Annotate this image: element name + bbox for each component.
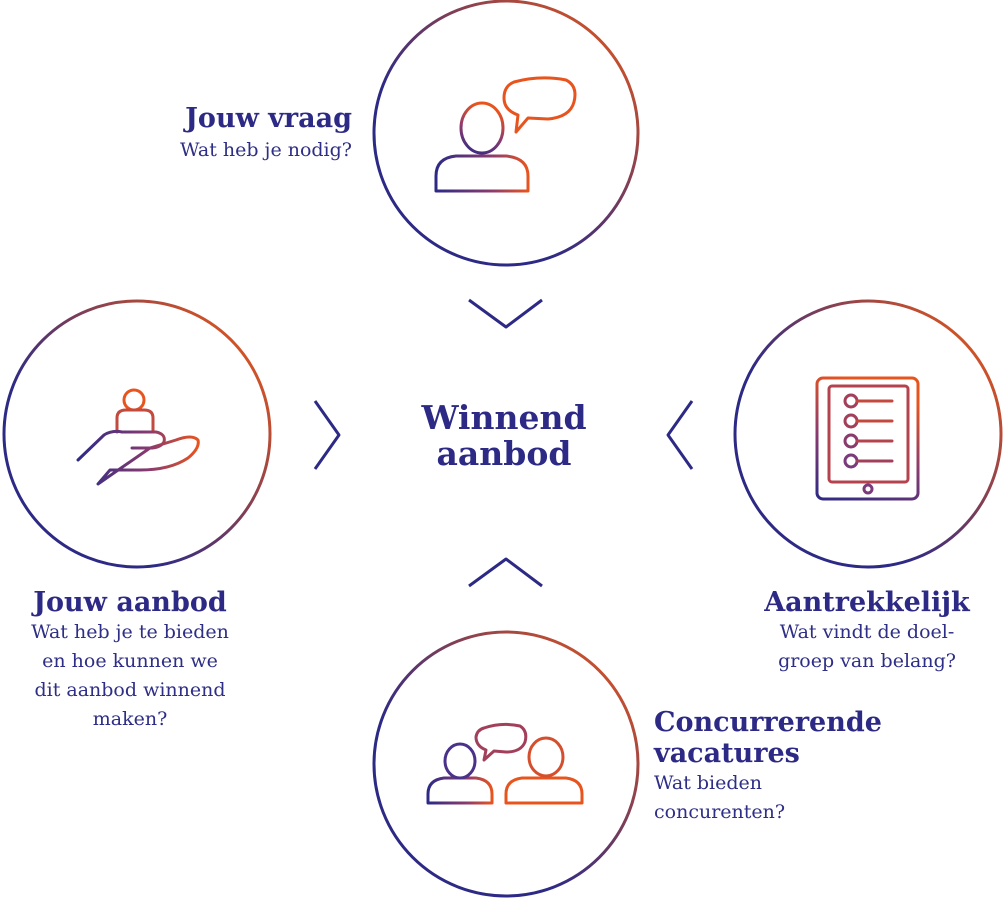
chevron-down-icon (468, 298, 543, 329)
bottom-circle (372, 630, 640, 898)
bottom-node-label: Concurrerende vacatures Wat bieden concu… (654, 707, 954, 827)
left-node-sub4: maken? (92, 708, 168, 730)
top-node-title: Jouw vraag (185, 103, 352, 134)
bottom-node-title2: vacatures (654, 738, 800, 769)
center-title: Winnend aanbod (404, 400, 604, 472)
right-node-sub2: groep van belang? (778, 650, 956, 672)
left-node-sub1: Wat heb je te bieden (31, 621, 229, 643)
chevron-left-icon (666, 400, 694, 470)
right-node-label: Aantrekkelijk Wat vindt de doel- groep v… (747, 587, 987, 676)
right-node-title: Aantrekkelijk (764, 587, 970, 618)
left-circle (2, 299, 272, 569)
left-node-label: Jouw aanbod Wat heb je te bieden en hoe … (4, 587, 256, 734)
chevron-right-icon (313, 400, 341, 470)
center-title-line1: Winnend (421, 398, 587, 437)
left-node-sub2: en hoe kunnen we (42, 650, 218, 672)
right-circle (733, 299, 1003, 569)
top-node-label: Jouw vraag Wat heb je nodig? (80, 103, 352, 165)
chevron-up-icon (468, 557, 543, 588)
top-circle (372, 0, 640, 267)
person-speech-bubble-icon (434, 76, 577, 193)
left-node-sub3: dit aanbod winnend (34, 679, 226, 701)
top-node-subtitle: Wat heb je nodig? (179, 139, 352, 161)
right-node-sub1: Wat vindt de doel- (779, 621, 955, 643)
two-people-conversation-icon (426, 722, 584, 805)
tablet-checklist-icon (815, 376, 920, 501)
hand-offering-person-icon (76, 388, 200, 486)
left-node-title: Jouw aanbod (33, 587, 227, 618)
center-title-line2: aanbod (436, 434, 572, 473)
bottom-node-title1: Concurrerende (654, 707, 882, 738)
bottom-node-sub1: Wat bieden (654, 772, 763, 794)
bottom-node-sub2: concurenten? (654, 801, 786, 823)
